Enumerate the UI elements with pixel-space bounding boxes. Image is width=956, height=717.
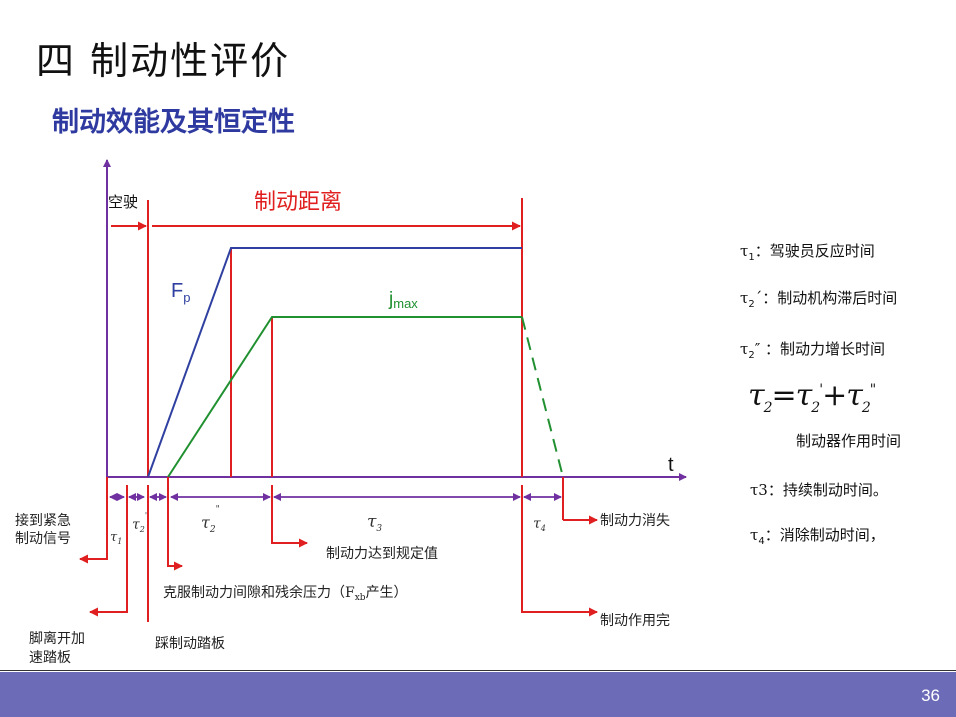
tau2p-mark: ' (145, 511, 147, 520)
jmax-label: jmax (388, 289, 418, 311)
braking-distance-label: 制动距离 (254, 190, 342, 215)
legend-tau1-sub: 1 (748, 252, 755, 263)
formula-t2-sup: " (869, 382, 877, 398)
foot-off-line1: 脚离开加 (29, 630, 85, 647)
legend-tau4: τ4：消除制动时间， (750, 524, 885, 547)
tau3-symbol: τ (367, 512, 377, 532)
overcome-gap-text: 克服制动力间隙和残余压力（F (163, 584, 355, 601)
fp-curve (147, 247, 522, 478)
tau2pp-sub: 2 (209, 525, 216, 535)
footer-bar: 36 (0, 672, 956, 717)
formula-t1-sup: ' (819, 382, 823, 398)
braking-diagram: t 空驶 制动距离 Fp jmax τ1 τ2' τ2" τ3 τ4 (15, 159, 687, 666)
jmax-subscript: max (393, 296, 418, 311)
page-title: 四 制动性评价 (36, 39, 291, 83)
emergency-signal-line2: 制动信号 (15, 531, 71, 547)
tau4-sub: 4 (540, 524, 546, 533)
tau3-label: τ3 (367, 512, 382, 534)
legend-tau4-text: ：消除制动时间， (764, 526, 885, 544)
legend-tau1-symbol: τ (740, 242, 749, 260)
tau4-symbol: τ (533, 516, 541, 532)
legend-tau3: τ3：持续制动时间。 (750, 479, 888, 500)
legend-tau2pp: τ2″ ：制动力增长时间 (740, 338, 885, 361)
legend-tau1-text: ：驾驶员反应时间 (754, 242, 875, 260)
overcome-gap-sub: xb (355, 593, 366, 603)
tau2p-sub: 2 (139, 525, 145, 534)
tau2p-symbol: τ (132, 517, 140, 533)
event-leaders (79, 477, 598, 622)
formula-lhs: τ (748, 378, 765, 413)
idle-label: 空驶 (108, 193, 138, 211)
page-subtitle: 制动效能及其恒定性 (52, 107, 295, 138)
tau1-sub: 1 (117, 537, 122, 546)
foot-off-line2: 速踏板 (29, 650, 71, 666)
tau4-label: τ4 (533, 516, 546, 533)
legend-tau2p-sub: 2 (748, 299, 755, 310)
tau1-label: τ1 (110, 530, 122, 546)
overcome-gap-label: 克服制动力间隙和残余压力（Fxb产生） (163, 584, 408, 603)
legend-tau2pp-text: ″ ：制动力增长时间 (754, 340, 886, 358)
emergency-signal-line1: 接到紧急 (15, 512, 71, 529)
jmax-curve (167, 316, 522, 478)
tau2pp-mark: " (216, 505, 220, 515)
formula-t1: τ (795, 378, 813, 413)
press-pedal-label: 踩制动踏板 (155, 636, 225, 652)
formula-t2: τ (846, 378, 863, 413)
formula-t1-sub: 2 (811, 400, 820, 416)
tau1-symbol: τ (110, 530, 118, 545)
legend-tau3-text: ：持续制动时间。 (767, 481, 888, 499)
force-reached-label: 制动力达到规定值 (326, 546, 438, 562)
legend-tau2pp-symbol: τ (740, 340, 749, 358)
fp-symbol: F (171, 280, 183, 302)
jmax-decay-dashed (521, 316, 564, 478)
legend-tau3-symbol: τ3 (750, 481, 768, 499)
legend-brake-action-time: 制动器作用时间 (796, 430, 901, 451)
formula-plus: + (822, 378, 847, 413)
formula-lhs-sub: 2 (763, 400, 773, 416)
legend-tau2p-text: ´：制动机构滞后时间 (754, 289, 898, 307)
page-number: 36 (921, 686, 940, 705)
legend-tau2p: τ2´：制动机构滞后时间 (740, 287, 897, 310)
formula-eq: = (771, 378, 797, 413)
legend-tau2pp-sub: 2 (748, 350, 755, 361)
tau3-sub: 3 (376, 524, 382, 534)
overcome-gap-end: 产生） (366, 585, 408, 601)
tau2pp-label: τ2" (201, 505, 220, 535)
fp-label: Fp (171, 280, 190, 305)
legend-tau2p-symbol: τ (740, 289, 749, 307)
tau2pp-symbol: τ (201, 513, 211, 532)
fp-subscript: p (183, 290, 190, 305)
legend-tau1: τ1：驾驶员反应时间 (740, 240, 875, 263)
t-axis-label: t (668, 454, 674, 476)
formula-t2-sub: 2 (861, 400, 871, 416)
legend-tau4-symbol: τ (750, 526, 759, 544)
jmax-symbol: j (388, 289, 393, 310)
tau2-formula: τ2=τ2'+τ2" (748, 378, 877, 416)
brake-action-time-text: 制动器作用时间 (796, 432, 902, 450)
legend-tau4-sub: 4 (758, 536, 765, 547)
force-vanish-label: 制动力消失 (600, 513, 670, 529)
tau2p-label: τ2' (132, 511, 147, 534)
braking-done-label: 制动作用完 (600, 613, 670, 629)
footer-divider (0, 670, 956, 671)
